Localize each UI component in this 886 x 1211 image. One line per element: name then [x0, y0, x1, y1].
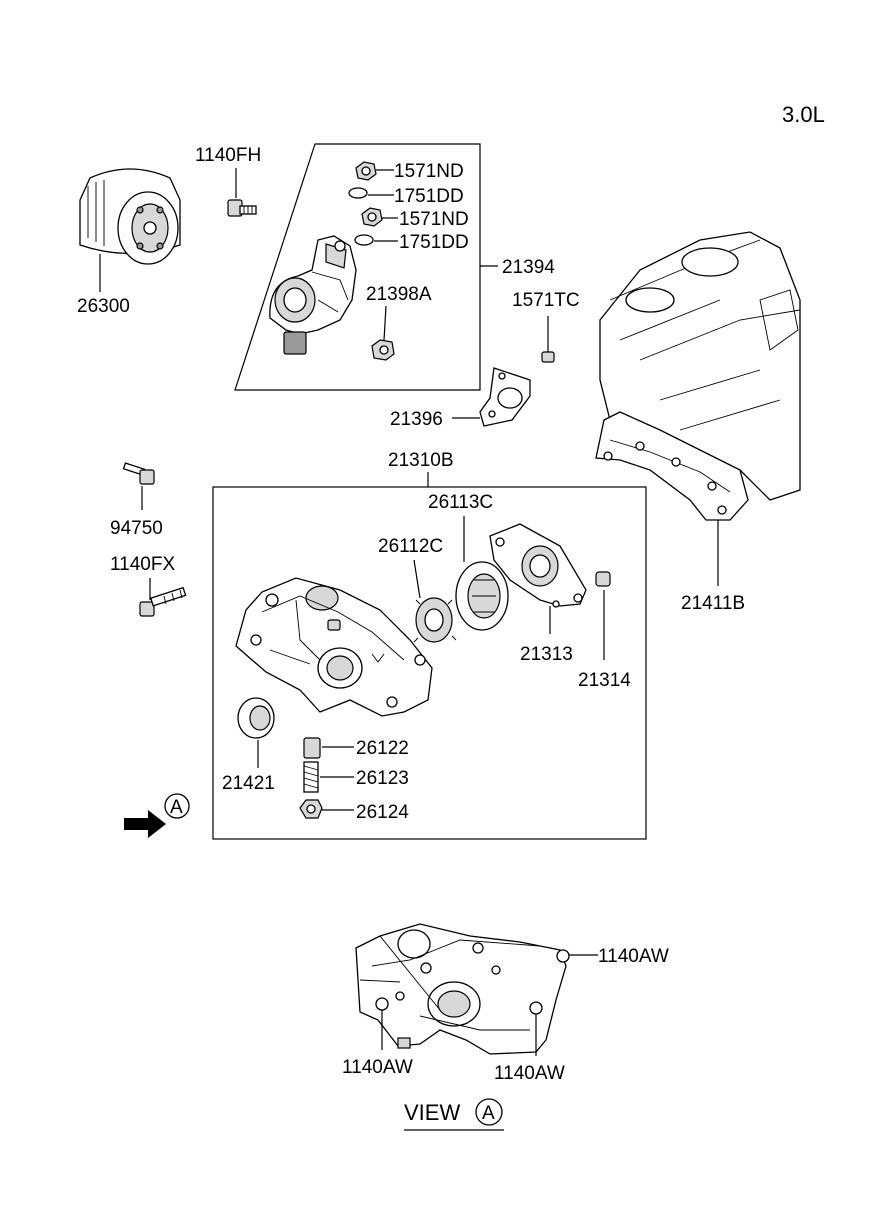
label-21421: 21421 [222, 773, 275, 794]
label-1571TC: 1571TC [512, 290, 580, 311]
inner-rotor-26112C-part [413, 597, 457, 643]
view-a-title-letter: A [482, 1103, 495, 1124]
label-1571ND-upper: 1571ND [394, 161, 464, 182]
label-21314: 21314 [578, 670, 631, 691]
assembly-box-21394 [234, 143, 481, 391]
label-1571ND-lower: 1571ND [399, 209, 469, 230]
gasket-1751DD-upper-part [348, 187, 368, 199]
label-94750: 94750 [110, 518, 163, 539]
relief-plunger-26122-part [303, 737, 321, 759]
label-21411B: 21411B [681, 593, 745, 614]
label-1751DD-lower: 1751DD [399, 232, 469, 253]
plug-1571ND-upper-part [355, 161, 377, 181]
relief-plug-26124-part [299, 799, 323, 819]
bolt-1140FX-part [139, 586, 187, 617]
engine-displacement-label: 3.0L [782, 102, 825, 127]
oil-filter-part [79, 168, 181, 292]
label-26122: 26122 [356, 738, 409, 759]
gasket-1751DD-lower-part [354, 234, 374, 246]
label-1140AW-right: 1140AW [494, 1063, 565, 1084]
label-26113C: 26113C [428, 492, 493, 513]
label-1140FH: 1140FH [195, 145, 261, 166]
view-a-arrow-icon [124, 810, 166, 838]
label-21396: 21396 [390, 409, 443, 430]
view-a-marker-letter: A [170, 797, 183, 818]
outer-rotor-26113C-part [455, 561, 509, 631]
plug-1571TC-part [541, 351, 555, 363]
label-21394: 21394 [502, 257, 555, 278]
view-a-title: VIEW [404, 1100, 460, 1125]
label-26112C: 26112C [378, 536, 443, 557]
oil-filter-bracket-part [269, 235, 357, 355]
assembly-box-21310B [212, 486, 647, 840]
relief-spring-26123-part [303, 761, 319, 793]
label-1751DD-upper: 1751DD [394, 186, 464, 207]
plug-1571ND-lower-part [361, 207, 383, 227]
gasket-21411B-part [595, 411, 749, 521]
bolt-94750-part [122, 462, 155, 485]
label-1140FX: 1140FX [110, 554, 175, 575]
label-26124: 26124 [356, 802, 409, 823]
label-21313: 21313 [520, 644, 573, 665]
bolt-21398A-part [371, 339, 395, 361]
label-21310B: 21310B [388, 450, 454, 471]
plug-21314-part [595, 571, 611, 587]
pump-cover-21313-part [489, 523, 587, 608]
oil-seal-21421-part [237, 697, 275, 739]
label-1140AW-top: 1140AW [598, 946, 669, 967]
view-a-title-circle [475, 1098, 503, 1126]
view-a-marker-circle [164, 793, 190, 819]
label-1140AW-left: 1140AW [342, 1057, 413, 1078]
label-26300: 26300 [77, 296, 130, 317]
oil-pump-body-part [235, 577, 433, 717]
bolt-1140FH-part [227, 199, 257, 217]
label-26123: 26123 [356, 768, 409, 789]
gasket-21396-part [479, 367, 531, 427]
oil-pump-view-a-part [355, 923, 570, 1055]
label-21398A: 21398A [366, 284, 432, 305]
